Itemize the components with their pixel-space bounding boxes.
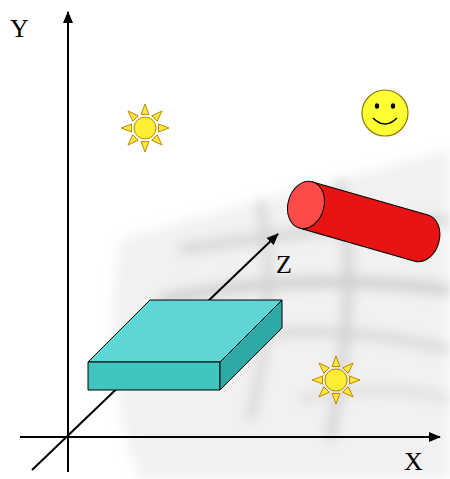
sun-ray (312, 376, 323, 384)
sun-ray (332, 394, 340, 405)
label-holder: X (404, 449, 423, 475)
y-axis (67, 12, 69, 472)
sun-ray (121, 124, 132, 132)
sun-ray (128, 135, 138, 145)
sun-ray (319, 363, 329, 373)
sun-ray (159, 124, 170, 132)
red-cylinder (282, 177, 445, 266)
sun-ray (152, 135, 162, 145)
y-axis-label: Y (10, 14, 29, 43)
sun-ray (319, 387, 329, 397)
sun-ray (152, 111, 162, 121)
sun-ray (141, 104, 149, 115)
sun-disc (325, 369, 347, 391)
slab-box (88, 300, 282, 390)
x-axis (20, 436, 440, 438)
sun-ray (343, 387, 353, 397)
smiley-face (362, 90, 408, 136)
sun-ray (343, 363, 353, 373)
sun-ray (350, 376, 361, 384)
sun-ray (332, 356, 340, 367)
x-axis-label: X (404, 447, 423, 476)
z-axis-label: Z (276, 250, 292, 279)
sun-ray (128, 111, 138, 121)
label-holder: Y (10, 16, 29, 42)
sun-icon (121, 104, 169, 152)
sun-icon (312, 356, 360, 404)
sun-ray (141, 142, 149, 153)
label-holder: Z (276, 252, 292, 278)
sun-disc (134, 117, 156, 139)
